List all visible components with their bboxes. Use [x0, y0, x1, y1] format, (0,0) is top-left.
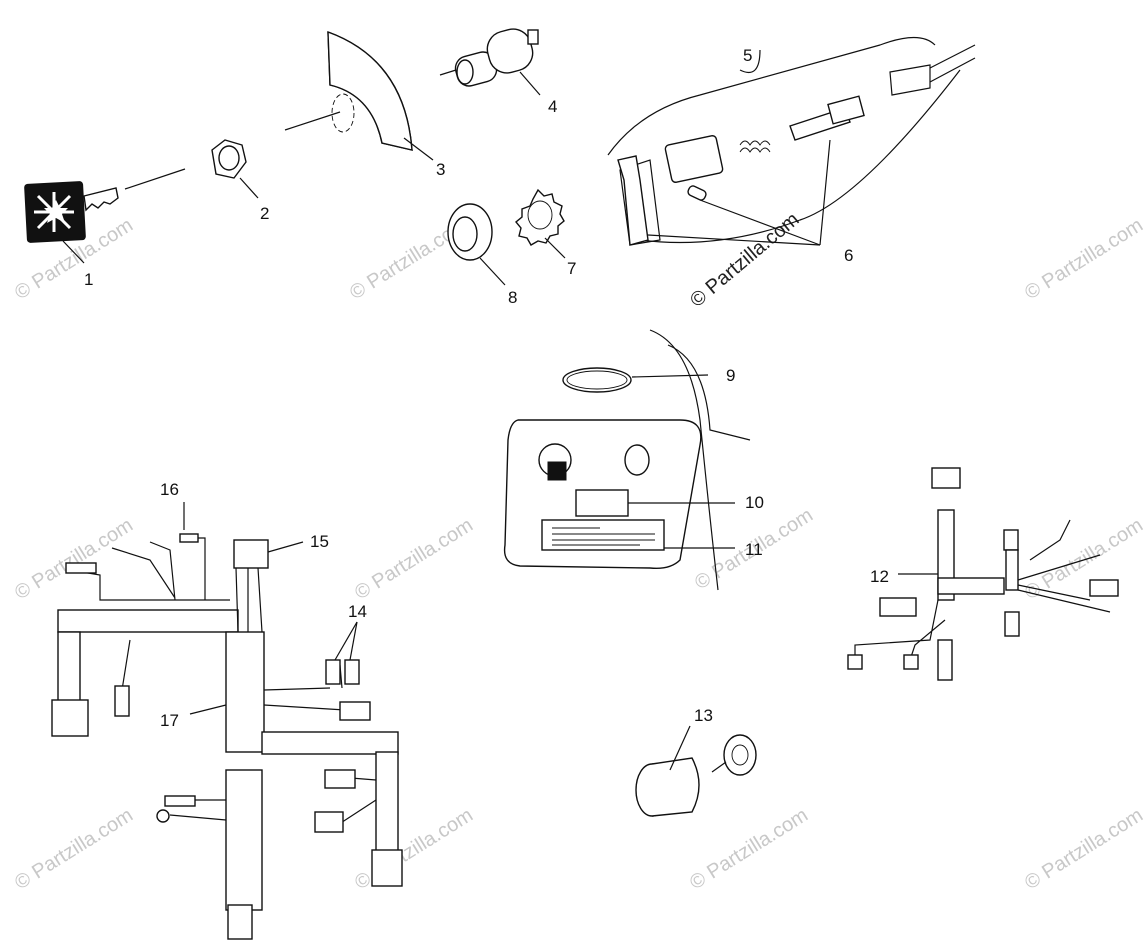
callout-1: 1 [84, 270, 93, 289]
watermark: © Partzilla.com [351, 514, 477, 604]
part-2-nut [211, 111, 341, 199]
callout-16: 16 [160, 480, 179, 499]
watermark: © Partzilla.com [351, 804, 477, 894]
callout-11: 11 [745, 540, 763, 559]
callout-7: 7 [567, 259, 576, 278]
watermark: © Partzilla.com [11, 514, 137, 604]
watermark: © Partzilla.com [1021, 514, 1146, 604]
callout-4: 4 [548, 97, 557, 116]
watermark: © Partzilla.com [11, 804, 137, 894]
main-watermark: © Partzilla.com [686, 208, 803, 311]
callout-15: 15 [310, 532, 329, 551]
callout-12: 12 [870, 567, 889, 586]
callout-10: 10 [745, 493, 764, 512]
part-12-harness [847, 467, 1119, 681]
watermark: © Partzilla.com [686, 804, 812, 894]
watermark: © Partzilla.com [1021, 214, 1146, 304]
watermark: © Partzilla.com [1021, 804, 1146, 894]
part-3-plate [327, 30, 434, 161]
part-13-socket [635, 725, 757, 817]
part-7-washer [515, 188, 566, 259]
callout-13: 13 [694, 706, 713, 725]
callout-14: 14 [348, 602, 367, 621]
callout-5: 5 [743, 46, 752, 65]
callout-6: 6 [844, 246, 853, 265]
part-9-11-dash-pod [503, 329, 751, 591]
callout-2: 2 [260, 204, 269, 223]
part-4-switch [439, 28, 541, 96]
callout-3: 3 [436, 160, 445, 179]
part-1-key [24, 168, 186, 264]
part-5-handlebar [607, 36, 976, 246]
part-8-ring [447, 203, 506, 286]
callout-labels: 1 2 3 4 5 6 7 8 9 10 11 12 13 14 15 16 1… [84, 46, 889, 730]
callout-17: 17 [160, 711, 179, 730]
part-14-17-main-harness [51, 502, 403, 940]
callout-8: 8 [508, 288, 517, 307]
callout-9: 9 [726, 366, 735, 385]
